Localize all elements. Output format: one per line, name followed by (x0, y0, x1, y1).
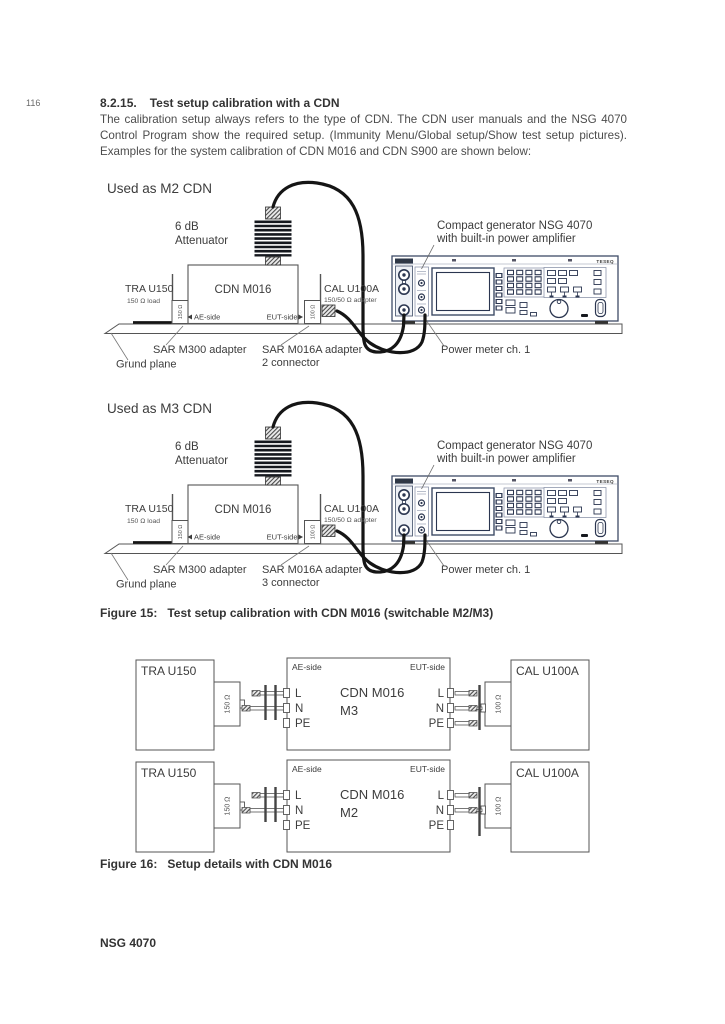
eut-side-label: EUT-side (410, 662, 445, 672)
ae-side-label: AE-side (194, 533, 220, 542)
attenuator-label-2: Attenuator (175, 455, 228, 467)
left-impedance-label: 150 Ω (225, 797, 232, 816)
figure16-text: Setup details with CDN M016 (167, 857, 333, 871)
generator-label: Compact generator NSG 4070 (437, 220, 592, 232)
ae-side-label: AE-side (292, 662, 322, 672)
section-number: 8.2.15. (100, 96, 137, 110)
pin-pe-right: PE (429, 718, 445, 730)
attenuator-label: 6 dB (175, 441, 199, 453)
power-meter-label: Power meter ch. 1 (441, 564, 530, 576)
cal-sublabel: 150/50 Ω adapter (324, 517, 377, 524)
cdn-label: CDN M016 (340, 685, 404, 700)
cdn-mode-label: M3 (340, 703, 358, 718)
section-title: Test setup calibration with a CDN (149, 96, 340, 110)
pin-l-left: L (295, 688, 302, 700)
pin-pe-left: PE (295, 718, 311, 730)
generator-label: Compact generator NSG 4070 (437, 440, 592, 452)
tra-label: TRA U150 (125, 283, 174, 295)
ae-side-label: AE-side (292, 764, 322, 774)
attenuator-label-2: Attenuator (175, 235, 228, 247)
document-footer: NSG 4070 (100, 936, 157, 950)
figure16-diagram: TRA U150 150 Ω AE-side EUT-side CDN M016… (134, 656, 591, 854)
eut-side-label: EUT-side (267, 533, 298, 542)
page-number: 116 (26, 98, 41, 108)
right-impedance-label: 100 Ω (496, 695, 503, 714)
cal-label: CAL U100A (516, 664, 579, 678)
sar-m016a-label: SAR M016A adapter (262, 564, 363, 576)
figure15-text: Test setup calibration with CDN M016 (sw… (167, 606, 494, 620)
sar-m016a-label: SAR M016A adapter (262, 344, 363, 356)
diagram-m3: Used as M3 CDN 6 dB Attenuator Compact g… (95, 396, 630, 601)
ae-side-label: AE-side (194, 313, 220, 322)
left-impedance-label: 150 Ω (178, 525, 184, 540)
sar-m300-label: SAR M300 adapter (153, 344, 247, 356)
cal-sublabel: 150/50 Ω adapter (324, 297, 377, 304)
tra-label: TRA U150 (141, 664, 197, 678)
right-impedance-label: 100 Ω (310, 305, 316, 320)
eut-side-label: EUT-side (267, 313, 298, 322)
tra-sublabel: 150 Ω load (127, 518, 160, 525)
generator-label-2: with built-in power amplifier (436, 233, 576, 245)
right-impedance-label: 100 Ω (496, 797, 503, 816)
figure16-caption: Figure 16: Setup details with CDN M016 (100, 857, 332, 871)
tra-sublabel: 150 Ω load (127, 298, 160, 305)
eut-side-label: EUT-side (410, 764, 445, 774)
connector-count-label: 3 connector (262, 577, 320, 589)
pin-l-left: L (295, 790, 302, 802)
tra-label: TRA U150 (141, 766, 197, 780)
pin-pe-right: PE (429, 820, 445, 832)
pin-l-right: L (438, 688, 445, 700)
attenuator-label: 6 dB (175, 221, 199, 233)
fig16-row-m3: TRA U150 150 Ω AE-side EUT-side CDN M016… (134, 656, 591, 752)
pin-l-right: L (438, 790, 445, 802)
diagram-m2: Used as M2 CDN 6 dB Attenuator Compact g… (95, 176, 630, 381)
generator-label-2: with built-in power amplifier (436, 453, 576, 465)
pin-n-left: N (295, 805, 303, 817)
diagram-title: Used as M3 CDN (107, 401, 212, 416)
fig16-row-m2: TRA U150 150 Ω AE-side EUT-side CDN M016… (134, 758, 591, 854)
section-heading: 8.2.15. Test setup calibration with a CDN (100, 96, 340, 110)
pin-n-left: N (295, 703, 303, 715)
cdn-label: CDN M016 (340, 787, 404, 802)
figure15-caption: Figure 15: Test setup calibration with CD… (100, 606, 493, 620)
cdn-label: CDN M016 (215, 504, 272, 516)
diagram-title: Used as M2 CDN (107, 181, 212, 196)
tra-label: TRA U150 (125, 503, 174, 515)
sar-m300-label: SAR M300 adapter (153, 564, 247, 576)
figure15-label: Figure 15: (100, 606, 158, 620)
right-impedance-label: 100 Ω (310, 525, 316, 540)
cal-label: CAL U100A (516, 766, 579, 780)
ground-plane-label: Grund plane (116, 579, 177, 591)
cal-label: CAL U100A (324, 283, 379, 295)
body-paragraph: The calibration setup always refers to t… (100, 113, 627, 158)
pin-n-right: N (436, 703, 444, 715)
power-meter-label: Power meter ch. 1 (441, 344, 530, 356)
left-impedance-label: 150 Ω (225, 695, 232, 714)
left-impedance-label: 150 Ω (178, 305, 184, 320)
cal-label: CAL U100A (324, 503, 379, 515)
connector-count-label: 2 connector (262, 357, 320, 369)
cdn-mode-label: M2 (340, 805, 358, 820)
pin-n-right: N (436, 805, 444, 817)
ground-plane-label: Grund plane (116, 359, 177, 371)
pin-pe-left: PE (295, 820, 311, 832)
figure16-label: Figure 16: (100, 857, 158, 871)
cdn-label: CDN M016 (215, 284, 272, 296)
